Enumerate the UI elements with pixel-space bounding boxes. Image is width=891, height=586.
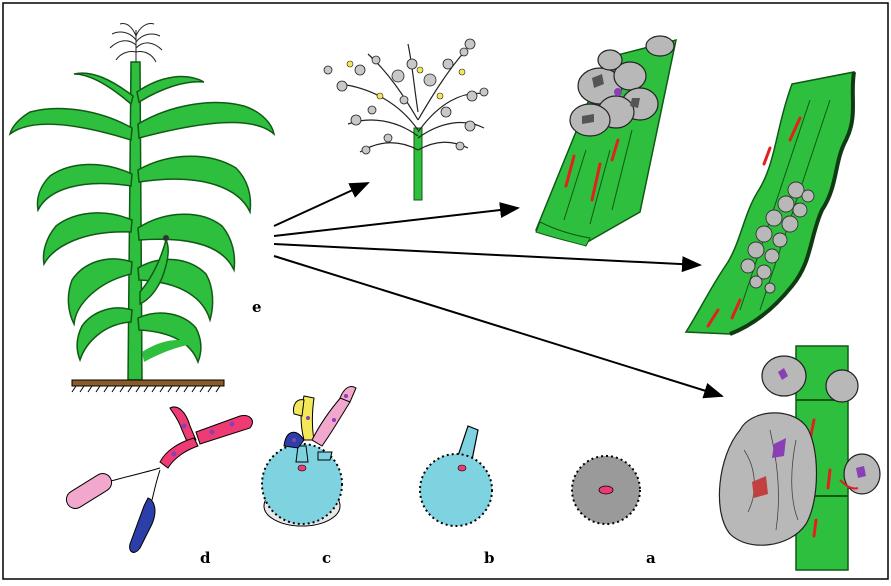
stage-label-b: b (484, 549, 495, 567)
stage-label-a: a (646, 549, 656, 567)
stage-label-d: d (200, 549, 211, 567)
stage-label-c: c (322, 549, 331, 567)
stage-a-teliospore (572, 456, 640, 524)
soil-line (72, 380, 224, 386)
stage-label-e: e (252, 298, 262, 316)
